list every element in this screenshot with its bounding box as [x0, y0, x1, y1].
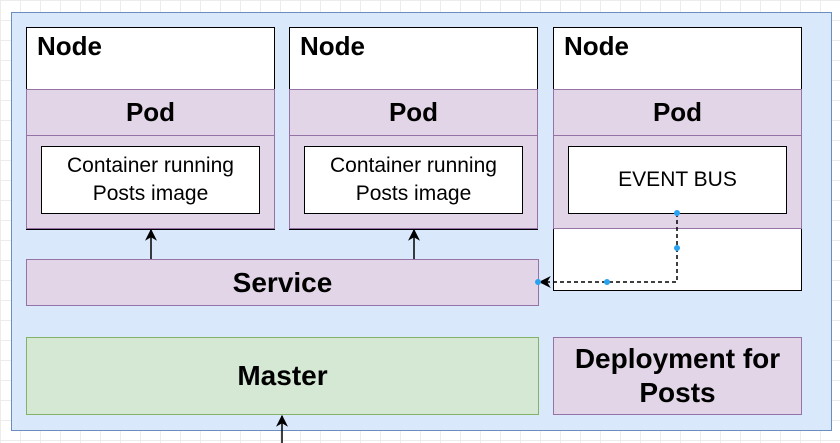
pod-2-label: Pod — [388, 97, 439, 127]
pod-3-header[interactable]: Pod — [553, 89, 802, 136]
event-bus-container[interactable]: EVENT BUS — [568, 146, 787, 214]
service-box[interactable]: Service — [26, 259, 539, 306]
pod-1-label: Pod — [125, 97, 176, 127]
pod-1-header[interactable]: Pod — [26, 89, 275, 136]
node-1-label: Node — [37, 31, 102, 61]
container-2[interactable]: Container running Posts image — [304, 146, 523, 214]
pod-2-header[interactable]: Pod — [289, 89, 538, 136]
node-3-label: Node — [564, 31, 629, 61]
container-1[interactable]: Container running Posts image — [41, 146, 260, 214]
node-2-label: Node — [300, 31, 365, 61]
pod-3-label: Pod — [652, 97, 703, 127]
deployment-box[interactable]: Deployment for Posts — [553, 337, 802, 415]
master-box[interactable]: Master — [26, 337, 539, 415]
